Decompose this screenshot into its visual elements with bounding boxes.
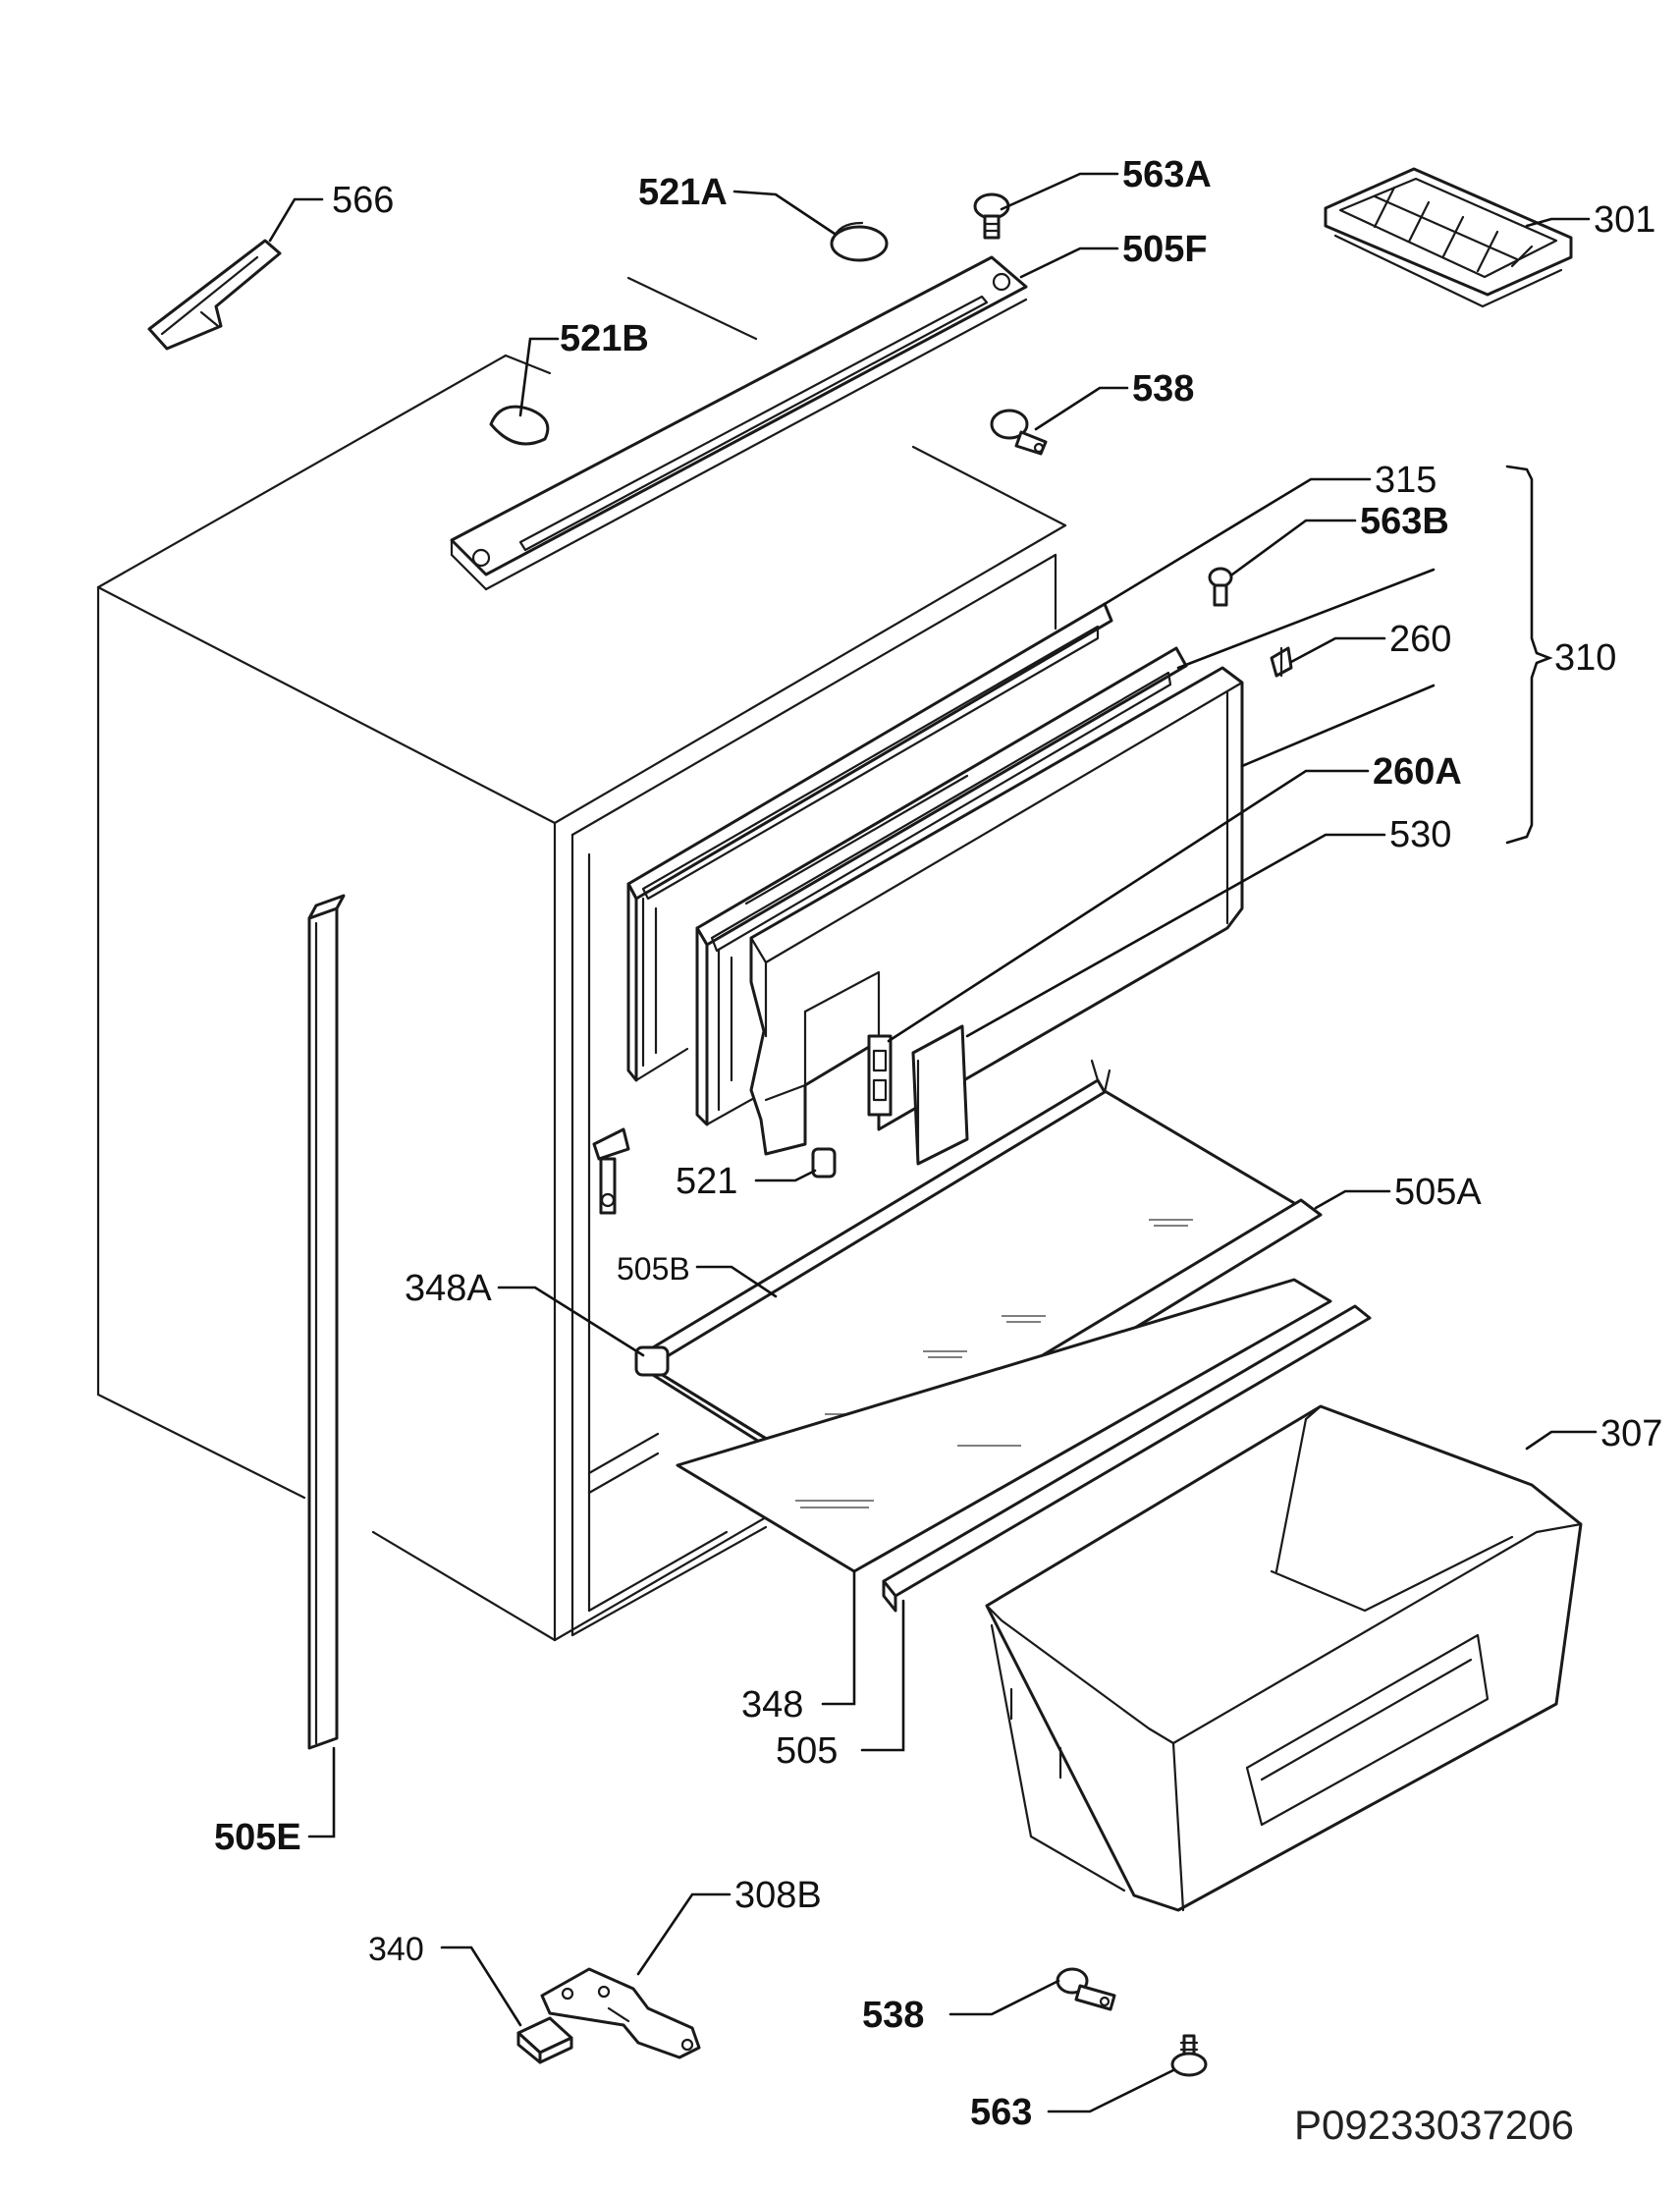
label-505: 505 (776, 1730, 838, 1772)
label-348a: 348A (405, 1268, 492, 1309)
label-566: 566 (332, 180, 394, 221)
vertical-trim-505e (307, 894, 346, 1750)
screw-563a (973, 192, 1010, 240)
screw-563 (1170, 2034, 1208, 2077)
hinge-308b (540, 1967, 701, 2059)
label-260a: 260A (1373, 751, 1462, 793)
label-563: 563 (970, 2092, 1032, 2133)
crisper-cover (676, 1278, 1332, 1573)
stop-521 (811, 1147, 837, 1179)
block-340 (516, 2016, 573, 2064)
label-563a: 563A (1122, 154, 1212, 195)
label-538-top: 538 (1132, 368, 1194, 410)
leader-lines (268, 172, 1598, 2113)
label-310: 310 (1554, 637, 1616, 679)
latch-260a (867, 1024, 969, 1166)
label-308b: 308B (734, 1875, 822, 1916)
freezer-door-315 (626, 602, 1113, 1082)
cap-521b (489, 405, 550, 446)
cabinet-body (96, 276, 1067, 1642)
side-catch (592, 1127, 630, 1215)
drawing-code: P09233037206 (1294, 2102, 1574, 2148)
label-307: 307 (1600, 1413, 1662, 1454)
label-563b: 563B (1360, 501, 1449, 542)
label-505f: 505F (1122, 229, 1208, 270)
hinge-bush-538-top (990, 409, 1048, 456)
label-521a: 521A (638, 172, 728, 213)
label-260: 260 (1389, 619, 1451, 660)
clip-260 (1270, 646, 1293, 678)
part-labels: 566 521A 563A 505F 301 521B 538 315 563B… (214, 154, 1662, 2148)
freezer-door-liner-530 (749, 666, 1244, 1156)
label-340: 340 (368, 1931, 424, 1968)
freezer-door-frame (695, 646, 1188, 1126)
scraper-566 (147, 239, 282, 351)
crisper-drawer-307 (985, 1404, 1583, 1912)
label-521: 521 (676, 1161, 737, 1202)
top-hinge-plate (450, 255, 1028, 591)
crisper-cover-trim (882, 1304, 1372, 1613)
label-348: 348 (741, 1684, 803, 1726)
label-505e: 505E (214, 1817, 301, 1858)
cap-521a (830, 221, 889, 262)
label-530: 530 (1389, 814, 1451, 855)
label-315: 315 (1375, 460, 1436, 501)
hinge-bush-538-bottom (1056, 1967, 1116, 2011)
label-505a: 505A (1394, 1172, 1482, 1213)
label-538-bottom: 538 (862, 1995, 924, 2036)
label-505b: 505B (617, 1251, 690, 1287)
label-301: 301 (1594, 199, 1655, 241)
screw-563b (1208, 567, 1233, 607)
ice-tray-301 (1324, 167, 1573, 308)
label-521b: 521B (560, 318, 649, 359)
